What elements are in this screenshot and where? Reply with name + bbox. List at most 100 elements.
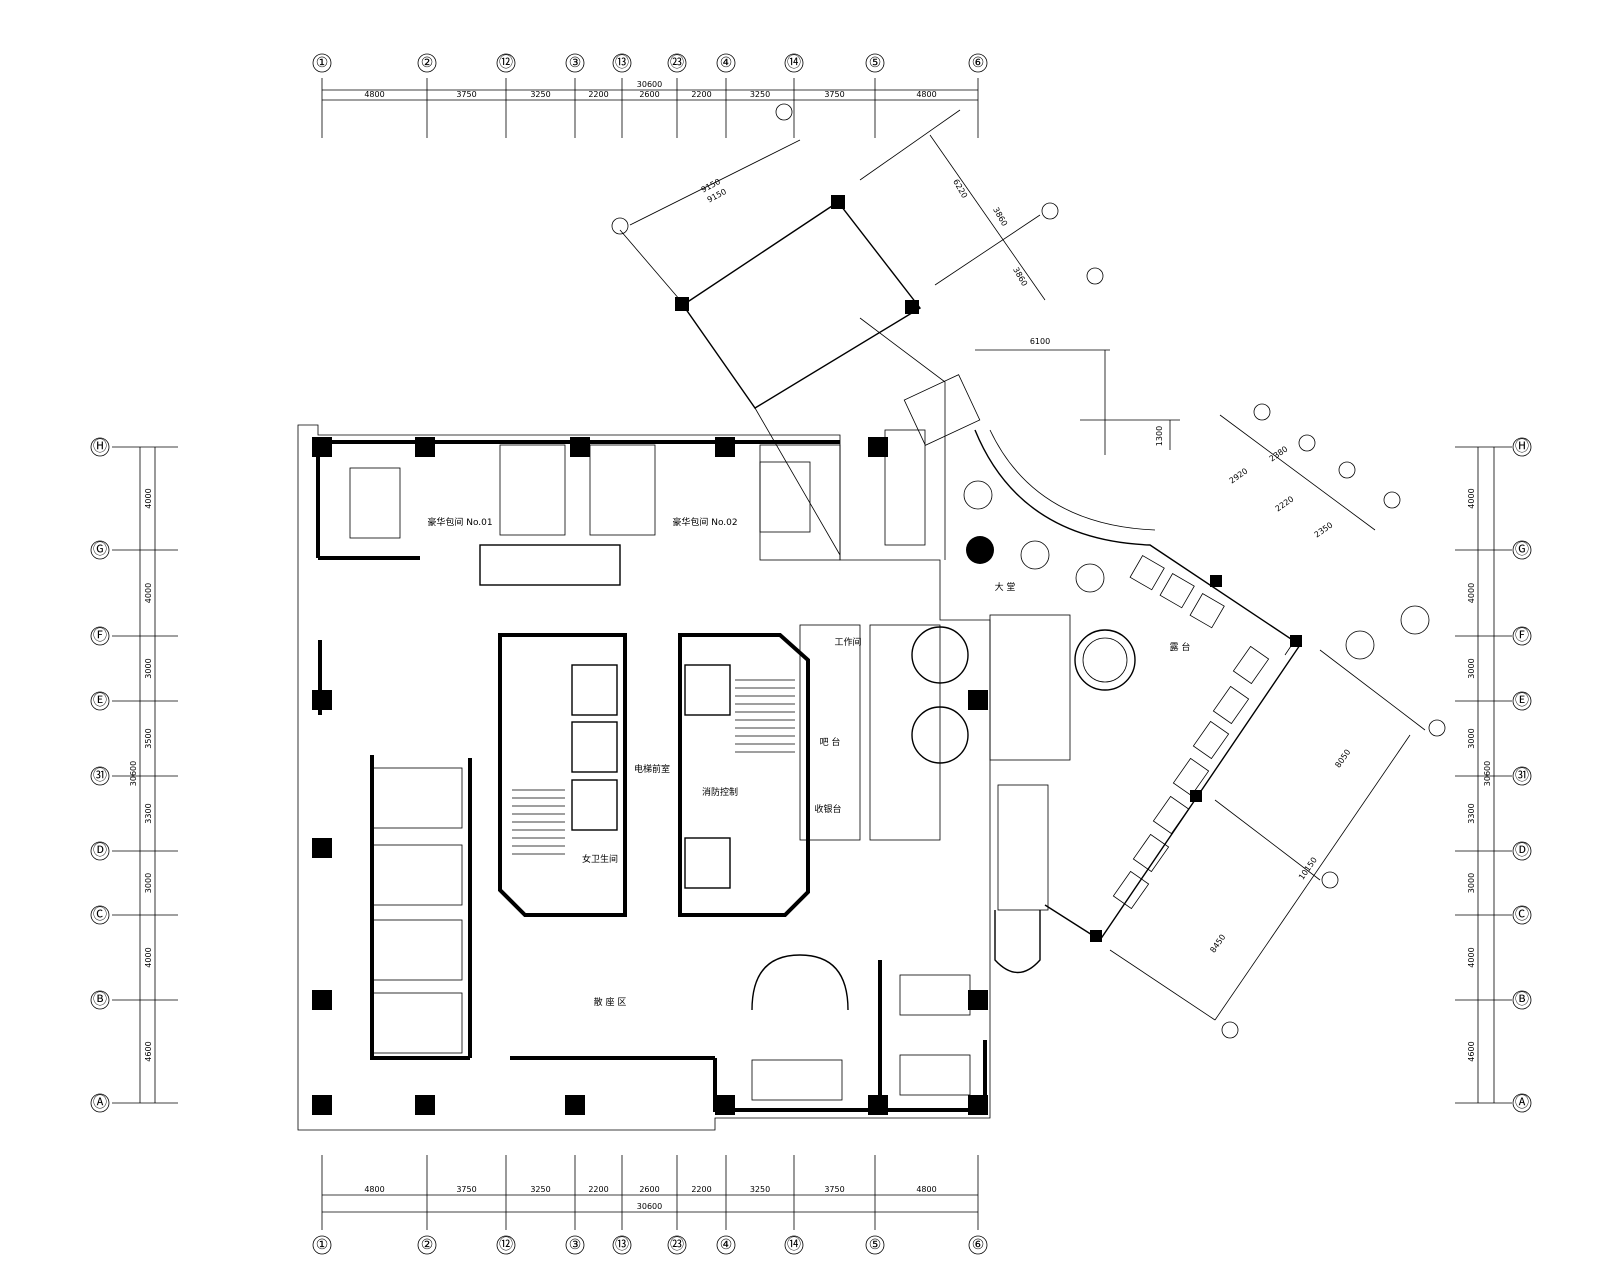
elevator-hall-label: 电梯前室: [634, 763, 670, 775]
bottom-segment-dim: 3750: [824, 1185, 844, 1194]
left-axis-label: Ⓔ: [93, 693, 107, 709]
left-axis-bubble: [90, 540, 110, 560]
fire-control-label: 消防控制: [702, 786, 738, 798]
female-wc-label: 女卫生间: [582, 853, 618, 865]
bottom-axis-label: ⑫: [499, 1237, 513, 1253]
bottom-segment-dim: 2200: [691, 1185, 711, 1194]
right-axis-bubble: [1512, 437, 1532, 457]
bottom-axis-label: ④: [720, 1237, 733, 1253]
left-segment-dim: 3000: [144, 873, 153, 893]
left-axis-bubble: [90, 437, 110, 457]
top-axis-bubble: [312, 53, 332, 73]
right-segment-dim: 3300: [1467, 803, 1476, 823]
top-axis-label: ④: [720, 55, 733, 71]
wing-east-dim-3: 2220: [1274, 494, 1296, 513]
top-axis-bubble: [496, 53, 516, 73]
left-segment-dim: 4000: [144, 488, 153, 508]
top-segment-dim: 3750: [456, 90, 476, 99]
bottom-axis-label: ②: [421, 1237, 434, 1253]
top-axis-label: ⑭: [787, 55, 801, 71]
top-axis-bubble: [667, 53, 687, 73]
left-axis-bubble: [90, 691, 110, 711]
bottom-axis-bubble: [865, 1235, 885, 1255]
bottom-axis-bubble: [612, 1235, 632, 1255]
wing-6100-dim: 6100: [1030, 337, 1050, 346]
north-wing: [675, 195, 981, 560]
right-axis-bubble: [1512, 691, 1532, 711]
top-axis-label: ⑤: [869, 55, 882, 71]
right-axis-label: Ⓒ: [1515, 907, 1529, 923]
left-axis-bubble: [90, 990, 110, 1010]
top-axis-label: ①: [316, 55, 329, 71]
bottom-segment-dim: 4800: [916, 1185, 936, 1194]
top-axis-label: ⑬: [615, 55, 629, 71]
office-label: 工作间: [834, 636, 861, 648]
bottom-segment-dim: 3250: [750, 1185, 770, 1194]
left-segment-dim: 3000: [144, 658, 153, 678]
bottom-axis-bubble: [667, 1235, 687, 1255]
right-segment-dim: 3000: [1467, 873, 1476, 893]
top-axis-bubble: [716, 53, 736, 73]
top-axis-bubble: [612, 53, 632, 73]
wing-east-dim-1: 2920: [1228, 466, 1250, 485]
top-segment-dim: 2200: [588, 90, 608, 99]
left-axis-label: ㉛: [93, 768, 107, 784]
right-axis-label: Ⓓ: [1515, 843, 1529, 859]
top-axis-label: ⑫: [499, 55, 513, 71]
main-building: [297, 424, 1071, 1131]
top-segment-dim: 3750: [824, 90, 844, 99]
left-axis-label: Ⓐ: [93, 1095, 107, 1111]
left-segment-dim: 4600: [144, 1041, 153, 1061]
wing-1300-dim: 1300: [1155, 426, 1164, 446]
bottom-axis-bubble: [496, 1235, 516, 1255]
lobby-label: 大 堂: [995, 581, 1016, 593]
bottom-axis-bubble: [968, 1235, 988, 1255]
east-wing: [963, 429, 1430, 942]
bottom-axis-label: ㉓: [670, 1237, 684, 1253]
bottom-total-dim: 30600: [637, 1202, 662, 1211]
right-axis-label: Ⓐ: [1515, 1095, 1529, 1111]
top-axis-bubble: [784, 53, 804, 73]
right-axis-bubble: [1512, 1093, 1532, 1113]
wing-east-dim-4: 2350: [1313, 520, 1335, 539]
right-axis-label: Ⓔ: [1515, 693, 1529, 709]
left-axis-label: Ⓖ: [93, 542, 107, 558]
wing-east-dim-2: 2380: [1268, 444, 1290, 463]
right-axis-label: Ⓖ: [1515, 542, 1529, 558]
wing-right-dim-2: 3860: [991, 206, 1009, 228]
bottom-axis-label: ⑬: [615, 1237, 629, 1253]
right-axis-label: Ⓕ: [1515, 628, 1529, 644]
bottom-segment-dim: 3250: [530, 1185, 550, 1194]
right-axis-bubble: [1512, 990, 1532, 1010]
left-segment-dim: 3500: [144, 728, 153, 748]
stair-west: [512, 789, 565, 855]
wing-east-side-dim-1: 8050: [1333, 748, 1352, 770]
bottom-axis-bubble: [312, 1235, 332, 1255]
top-axis-label: ㉓: [670, 55, 684, 71]
terrace-label: 露 台: [1170, 641, 1191, 653]
dining-hall-label: 散 座 区: [594, 996, 627, 1008]
top-segment-dim: 4800: [916, 90, 936, 99]
right-axis-label: Ⓑ: [1515, 992, 1529, 1008]
bottom-axis-label: ⑭: [787, 1237, 801, 1253]
top-axis-bubble: [417, 53, 437, 73]
bottom-axis-bubble: [716, 1235, 736, 1255]
bottom-axis-label: ⑥: [972, 1237, 985, 1253]
left-axis-grid: ⒽⒼⒻⒺ㉛ⒹⒸⒷⒶ4000400030003500330030004000460…: [90, 437, 178, 1113]
left-axis-bubble: [90, 905, 110, 925]
bottom-axis-label: ③: [569, 1237, 582, 1253]
right-axis-bubble: [1512, 540, 1532, 560]
left-axis-label: Ⓒ: [93, 907, 107, 923]
room-labels: 豪华包间 No.01 豪华包间 No.02 工作间 大 堂 收银台 吧 台 消防…: [427, 516, 1190, 1008]
right-axis-bubble: [1512, 905, 1532, 925]
vip-room-left-label: 豪华包间 No.01: [427, 516, 492, 528]
bar-counter-label: 吧 台: [820, 736, 841, 748]
right-segment-dim: 3000: [1467, 658, 1476, 678]
cashier-label: 收银台: [814, 803, 841, 815]
left-axis-bubble: [90, 1093, 110, 1113]
right-axis-label: ㉛: [1515, 768, 1529, 784]
left-axis-bubble: [90, 626, 110, 646]
bottom-segment-dim: 3750: [456, 1185, 476, 1194]
left-axis-label: Ⓑ: [93, 992, 107, 1008]
